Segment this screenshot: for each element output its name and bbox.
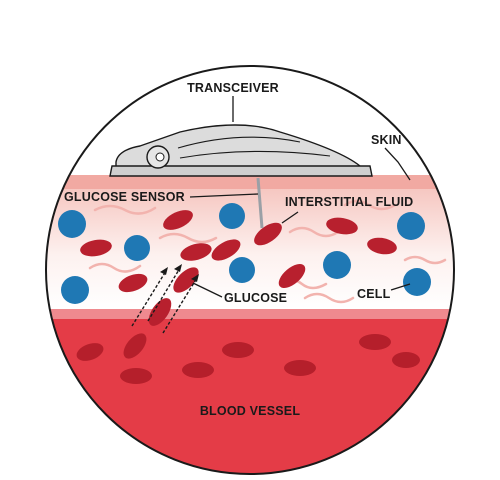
- cell: [229, 257, 255, 283]
- red-blood-cell: [76, 343, 104, 361]
- red-blood-cell: [180, 243, 212, 261]
- glucose-arrowhead: [191, 274, 199, 282]
- red-blood-cell: [326, 217, 358, 235]
- red-blood-cell: [367, 237, 397, 255]
- glucose-leader: [192, 282, 223, 298]
- red-blood-cell: [123, 333, 147, 359]
- glucose-sensor-leader: [189, 193, 259, 198]
- red-blood-cell: [120, 368, 152, 384]
- transceiver-device: [109, 124, 373, 177]
- red-blood-cell: [148, 298, 172, 326]
- red-blood-cell: [392, 352, 420, 368]
- red-blood-cell: [173, 267, 199, 293]
- fiber: [288, 226, 340, 238]
- red-blood-cell: [211, 239, 241, 261]
- cell: [219, 203, 245, 229]
- cell: [61, 276, 89, 304]
- cell-leader: [390, 283, 411, 291]
- cell: [323, 251, 351, 279]
- sensor-filament: [256, 177, 264, 229]
- magnifier-outline: [45, 65, 455, 475]
- label-glucose-sensor: GLUCOSE SENSOR: [64, 190, 185, 204]
- label-transceiver: TRANSCEIVER: [187, 81, 279, 95]
- red-blood-cell: [163, 210, 193, 230]
- fiber: [93, 204, 157, 215]
- transceiver-base: [109, 165, 373, 177]
- transceiver-contour: [177, 136, 301, 149]
- red-blood-cell: [278, 264, 306, 288]
- transceiver-knob-center: [155, 152, 165, 162]
- skin-leader: [384, 147, 411, 181]
- fiber: [403, 255, 447, 265]
- red-blood-cell: [118, 273, 148, 293]
- label-cell: CELL: [357, 287, 391, 301]
- fiber: [158, 232, 218, 244]
- transceiver-contour: [179, 150, 331, 159]
- vessel-wall: [46, 309, 454, 319]
- interstitial-fluid-leader: [281, 211, 299, 224]
- blood-vessel: [46, 319, 454, 474]
- red-blood-cell: [80, 239, 112, 257]
- cell: [403, 268, 431, 296]
- label-skin: SKIN: [371, 133, 402, 147]
- glucose-arrowhead: [160, 267, 168, 275]
- glucose-arrow: [162, 277, 198, 334]
- red-blood-cell: [284, 360, 316, 376]
- label-blood-vessel: BLOOD VESSEL: [200, 404, 300, 418]
- transceiver-body: [115, 124, 363, 173]
- glucose-arrow: [131, 270, 167, 327]
- red-blood-cell: [254, 222, 282, 246]
- skin-layer: [46, 175, 454, 189]
- red-blood-cell: [182, 362, 214, 378]
- glucose-arrowhead: [174, 264, 182, 272]
- glucose-arrow: [147, 267, 181, 322]
- label-interstitial-fluid: INTERSTITIAL FLUID: [285, 195, 413, 209]
- label-glucose: GLUCOSE: [224, 291, 287, 305]
- cell: [397, 212, 425, 240]
- cell: [58, 210, 86, 238]
- red-blood-cell: [222, 342, 254, 358]
- red-blood-cell: [359, 334, 391, 350]
- fiber: [88, 262, 142, 273]
- fiber: [343, 199, 397, 211]
- cell: [124, 235, 150, 261]
- fiber: [303, 292, 355, 304]
